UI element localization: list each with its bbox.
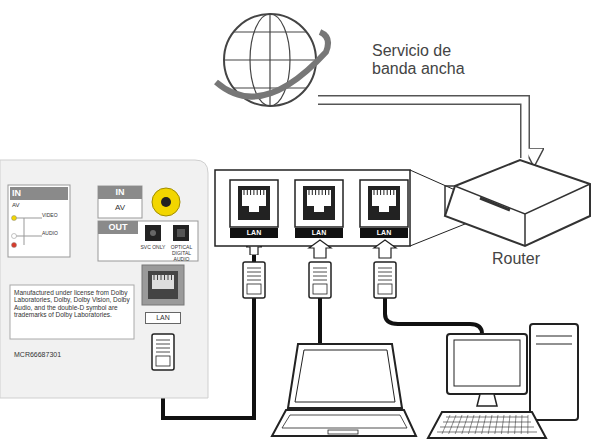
node-label: LAN xyxy=(230,228,278,238)
zoom-line xyxy=(410,170,455,190)
port-label: OPTICAL DIGITAL AUDIO xyxy=(167,245,196,262)
lan-port: LAN xyxy=(358,178,410,240)
node-label: LAN xyxy=(145,312,181,324)
service-arrow xyxy=(318,100,525,158)
globe-icon: Servicio de banda ancha xyxy=(222,12,318,108)
av-cable-icon xyxy=(12,216,43,248)
tv-panel xyxy=(0,160,208,398)
av-box xyxy=(98,186,142,218)
trademark-note: Manufactured under license from Dolby La… xyxy=(14,289,130,319)
optical-jack xyxy=(173,225,189,241)
desktop-pc xyxy=(428,324,578,438)
svc-hole xyxy=(150,230,156,236)
zoom-line xyxy=(410,222,470,246)
port-label: AV xyxy=(12,202,42,209)
node-label: Router xyxy=(470,250,562,268)
laptop xyxy=(272,344,416,436)
router-box: Router xyxy=(440,158,592,274)
rca-jack xyxy=(152,188,180,216)
svc-jack xyxy=(145,225,161,241)
panel-header: IN xyxy=(12,188,66,198)
header-bar xyxy=(98,186,142,199)
node-outline xyxy=(222,12,318,108)
port-label: SVC ONLY xyxy=(138,245,168,251)
service-arrow-fill xyxy=(318,100,525,158)
rca-hole xyxy=(161,197,171,207)
optical-hole xyxy=(177,229,185,237)
port-label: AUDIO xyxy=(42,231,68,237)
header-bar xyxy=(98,221,138,234)
node-label: Servicio de banda ancha xyxy=(372,42,490,79)
node-label: LAN xyxy=(360,228,408,238)
dolby-box xyxy=(10,285,134,339)
lan-port: LAN xyxy=(228,178,280,240)
lan-jack: LAN xyxy=(140,265,186,327)
av-input-box xyxy=(8,185,70,257)
lan-cable xyxy=(385,298,482,334)
lan-port: LAN xyxy=(293,178,345,240)
port-label: AV xyxy=(98,203,142,212)
node-label: LAN xyxy=(295,228,343,238)
model-number: MCR66687301 xyxy=(14,351,104,359)
port-panel xyxy=(215,170,410,246)
port-label: VIDEO xyxy=(42,213,68,219)
connector-group xyxy=(318,100,525,158)
panel-header: IN xyxy=(98,187,142,197)
panel-header: OUT xyxy=(98,222,138,232)
header-bar xyxy=(10,187,68,200)
lan-cable xyxy=(318,298,322,346)
